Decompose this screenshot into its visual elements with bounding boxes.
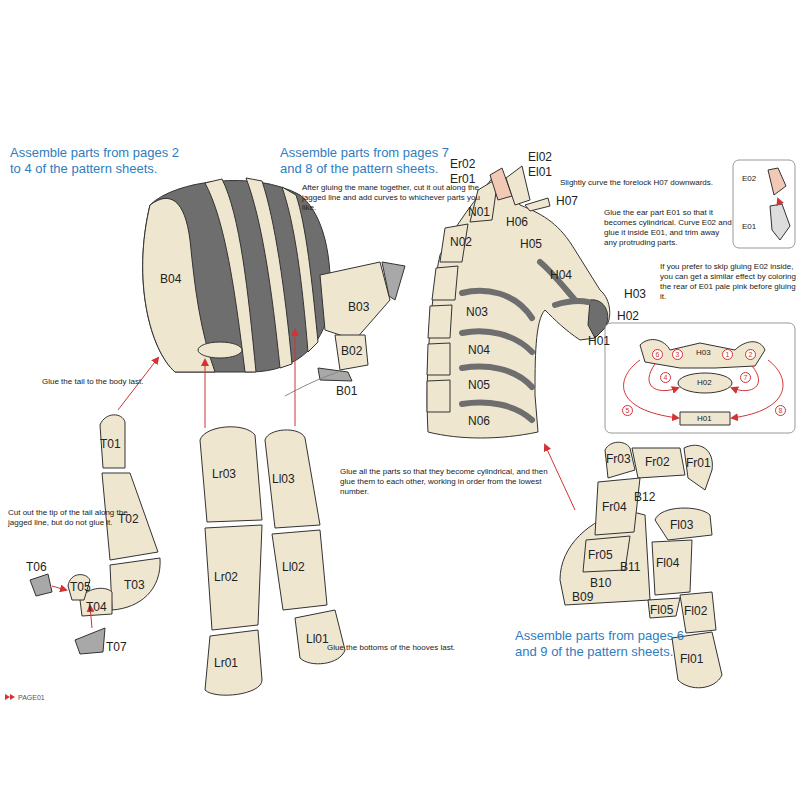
- callout-number: 3: [672, 349, 683, 360]
- part-name: El02: [528, 150, 552, 164]
- part-name: H02: [617, 309, 639, 323]
- part-name: T04: [86, 600, 107, 614]
- part-name: Fr04: [602, 500, 627, 514]
- part-name: Ll03: [272, 472, 295, 486]
- part-name: B04: [160, 272, 181, 286]
- part-name: N04: [468, 343, 490, 357]
- part-name: B02: [341, 344, 362, 358]
- instruction-note: Glue all the parts so that they become c…: [340, 467, 550, 497]
- part-name: B12: [634, 490, 655, 504]
- part-name: Er02: [450, 157, 475, 171]
- part-name: N01: [468, 205, 490, 219]
- instruction-note: If you prefer to skip gluing E02 inside,…: [660, 262, 796, 302]
- part-name: N05: [468, 378, 490, 392]
- instruction-note: Slightly curve the forelock H07 downward…: [560, 178, 740, 188]
- part-name: T05: [70, 580, 91, 594]
- part-name: Fr01: [686, 456, 711, 470]
- part-name: H04: [550, 268, 572, 282]
- part-name: N02: [450, 235, 472, 249]
- callout-number: 8: [775, 405, 786, 416]
- callout-number: 7: [740, 372, 751, 383]
- part-name: B01: [336, 384, 357, 398]
- part-name: H01: [588, 334, 610, 348]
- instruction-note: Cut out the tip of the tail along the ja…: [8, 508, 138, 528]
- part-name: Fl05: [650, 603, 673, 617]
- part-name: T03: [124, 578, 145, 592]
- part-name: H05: [520, 237, 542, 251]
- callout-number: 4: [660, 372, 671, 383]
- part-name: Ll01: [306, 632, 329, 646]
- inset-part-name: E02: [742, 174, 756, 184]
- part-name: H06: [506, 215, 528, 229]
- part-name: B03: [348, 300, 369, 314]
- instruction-note: Glue the bottoms of the hooves last.: [327, 643, 497, 653]
- part-name: Lr01: [214, 656, 238, 670]
- instruction-note: Glue the ear part E01 so that it becomes…: [604, 208, 732, 248]
- inset-part-name: H03: [696, 348, 711, 358]
- inset-part-name: H02: [697, 378, 712, 388]
- part-name: B11: [620, 560, 640, 574]
- callout-number: 5: [622, 405, 633, 416]
- part-name: Lr02: [214, 570, 238, 584]
- part-name: Lr03: [212, 467, 236, 481]
- part-name: B10: [590, 576, 611, 590]
- part-name: B09: [572, 590, 593, 604]
- part-name: Fl04: [656, 556, 679, 570]
- callout-number: 1: [722, 349, 733, 360]
- part-name: T01: [100, 437, 121, 451]
- page-number: PAGE01: [18, 693, 45, 702]
- part-name: N03: [466, 305, 488, 319]
- part-name: T06: [26, 560, 47, 574]
- part-name: Fl02: [684, 604, 707, 618]
- callout-number: 6: [652, 349, 663, 360]
- section-heading: Assemble parts from pages 6 and 9 of the…: [515, 628, 695, 660]
- part-name: Fr03: [606, 452, 631, 466]
- inset-part-name: H01: [697, 414, 712, 424]
- part-name: T07: [106, 640, 127, 654]
- part-name: Fl03: [670, 518, 693, 532]
- instruction-note: Glue the tail to the body last.: [42, 377, 172, 387]
- instruction-note: After gluing the mane together, cut it o…: [302, 183, 492, 213]
- part-name: H07: [556, 194, 578, 208]
- part-name: El01: [528, 165, 552, 179]
- section-heading: Assemble parts from pages 2 to 4 of the …: [10, 145, 188, 177]
- part-name: Ll02: [282, 560, 305, 574]
- callout-number: 2: [745, 349, 756, 360]
- part-name: Fl01: [680, 652, 703, 666]
- inset-part-name: E01: [742, 222, 756, 232]
- part-name: N06: [468, 414, 490, 428]
- part-name: Fr02: [645, 455, 670, 469]
- section-heading: Assemble parts from pages 7 and 8 of the…: [280, 145, 458, 177]
- part-name: Er01: [450, 172, 475, 186]
- part-name: H03: [624, 287, 646, 301]
- part-name: Fr05: [588, 548, 613, 562]
